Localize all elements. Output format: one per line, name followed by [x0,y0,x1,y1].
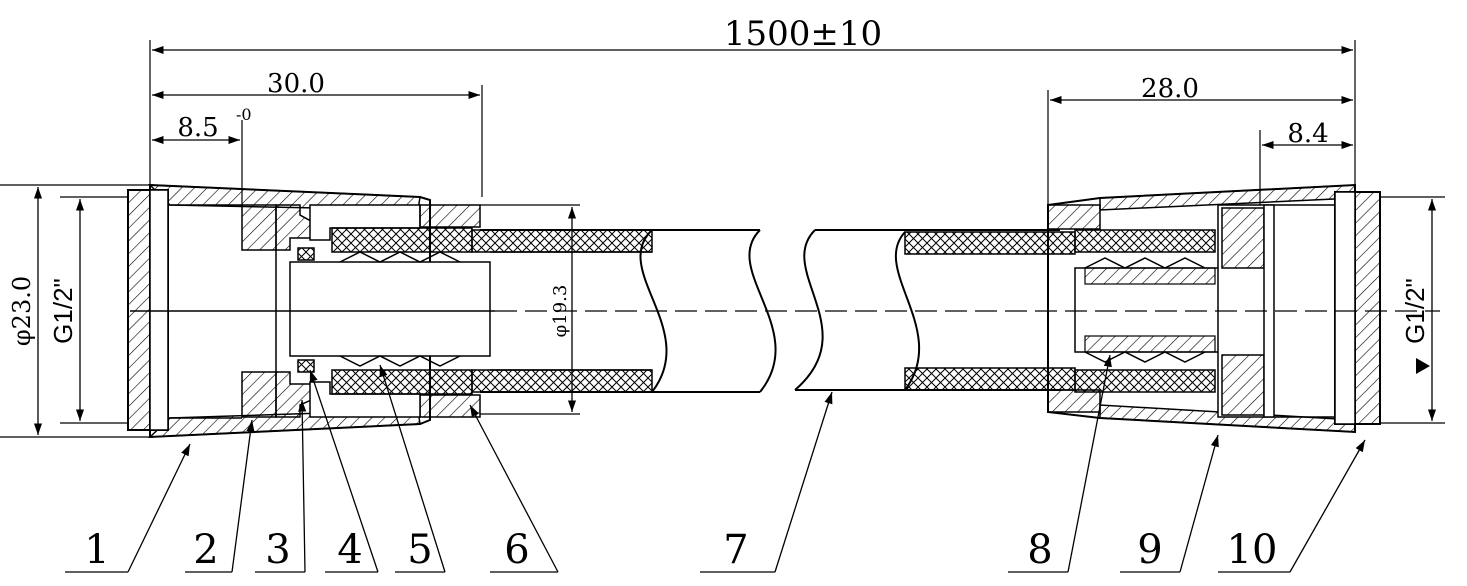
thread-marker-icon [1416,358,1430,374]
part-label-4: 4 [337,527,362,573]
part-label-9: 9 [1137,527,1162,573]
dimension-lines [0,40,1445,438]
right-fitting [1047,183,1381,434]
part-label-2: 2 [193,527,218,573]
dim-left-fitting-length: 30.0 [267,69,325,99]
dim-left-thread-tolerance: -0 [236,105,252,124]
dim-left-thread-length: 8.5 [177,113,218,143]
dim-right-thread: G1/2" [1400,278,1430,344]
part-label-6: 6 [504,527,529,573]
leader-lines [65,354,1366,573]
dim-hose-diameter: φ19.3 [550,285,571,338]
dim-right-fitting-length: 28.0 [1141,74,1199,104]
part-label-7: 7 [723,527,748,573]
dim-outer-diameter: φ23.0 [8,276,36,346]
dim-left-thread: G1/2" [48,278,78,344]
dim-overall-length: 1500±10 [724,14,882,54]
left-fitting [127,183,491,439]
part-label-3: 3 [265,527,290,573]
dim-right-thread-length: 8.4 [1287,119,1328,149]
hose-right-section [794,229,1076,391]
part-label-5: 5 [407,527,432,573]
part-label-10: 10 [1227,527,1278,573]
part-label-8: 8 [1027,527,1052,573]
part-label-1: 1 [84,527,109,573]
